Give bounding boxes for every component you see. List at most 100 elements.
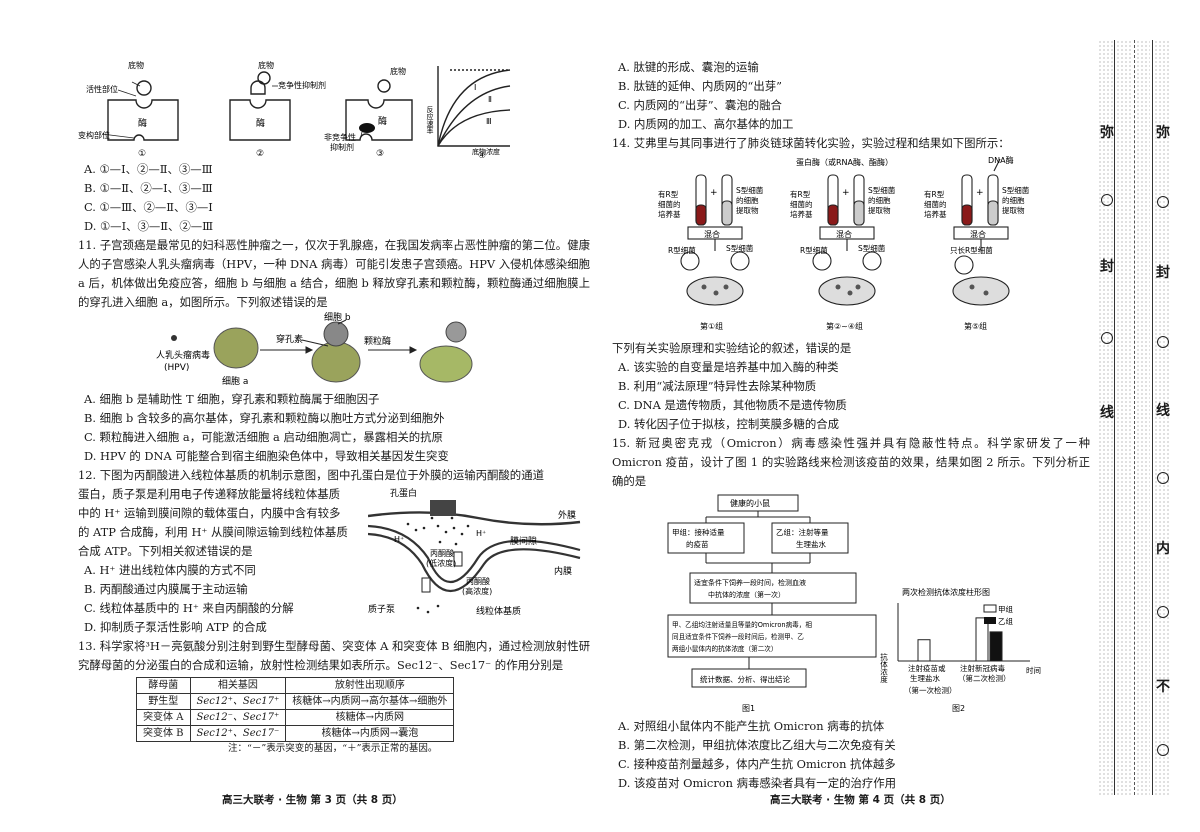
q14-option-a[interactable]: A. 该实验的自变量是培养基中加入酶的种类: [618, 360, 839, 374]
seal-char: 封: [1100, 259, 1114, 275]
q10-option-a[interactable]: A. ①—Ⅰ、②—Ⅱ、③—Ⅲ: [84, 162, 213, 176]
legend-swatch-a: [983, 604, 997, 613]
noncompetitive-label-1: 非竞争性: [324, 132, 356, 142]
pyruvate-low-label-2: (低浓度): [426, 558, 456, 568]
avery-experiment-diagram: 蛋白酶（或RNA酶、酯酶） DNA酶 有R型 细菌的 培养基 S型细菌 的细胞 …: [658, 155, 1030, 331]
q15-option-d[interactable]: D. 该疫苗对 Omicron 病毒感染者具有一定的治疗作用: [618, 776, 897, 790]
q15-options: A. 对照组小鼠体内不能产生抗 Omicron 病毒的抗体 B. 第二次检测，甲…: [612, 717, 1090, 793]
perforin-label: 穿孔素: [276, 333, 303, 345]
table-note: 注：“－”表示突变的基因，“＋”表示正常的基因。: [228, 743, 438, 754]
q13-option-d[interactable]: D. 内质网的加工、高尔基体的加工: [618, 117, 794, 131]
q12-stem-line-1: 蛋白，质子泵是利用电子传递释放能量将线粒体基质: [78, 487, 340, 501]
porin-label: 孔蛋白: [390, 488, 417, 499]
substrate-label-3: 底物: [390, 66, 406, 76]
table-row: 突变体 B Sec12⁺、Sec17⁻ 核糖体→内质网→囊泡: [136, 725, 455, 742]
seal-char: 弥: [1156, 125, 1170, 141]
q13-option-b[interactable]: B. 肽链的延伸、内质网的“出芽”: [618, 79, 782, 93]
table-cell: Sec12⁺、Sec17⁺: [189, 693, 287, 710]
q13-options: A. 肽键的形成、囊泡的运输 B. 肽链的延伸、内质网的“出芽” C. 内质网的…: [612, 58, 1090, 134]
q11-option-b[interactable]: B. 细胞 b 含较多的高尔基体，穿孔素和颗粒酶以胞吐方式分泌到细胞外: [84, 411, 445, 425]
r-medium-label: 培养基: [924, 209, 947, 219]
table-row: 野生型 Sec12⁺、Sec17⁺ 核糖体→内质网→高尔基体→细胞外: [136, 693, 455, 710]
q14-option-c[interactable]: C. DNA 是遗传物质，其他物质不是遗传物质: [618, 398, 847, 412]
matrix-label: 线粒体基质: [476, 605, 521, 617]
table-header: 放射性出现顺序: [285, 677, 455, 694]
bar-a-0: [917, 639, 931, 662]
q15-option-b[interactable]: B. 第二次检测，甲组抗体浓度比乙组大与二次免疫有关: [618, 738, 896, 752]
q10-options: A. ①—Ⅰ、②—Ⅱ、③—Ⅲ B. ①—Ⅱ、②—Ⅰ、③—Ⅲ C. ①—Ⅲ、②—Ⅱ…: [78, 160, 590, 236]
mitochondria-diagram: 孔蛋白 外膜 膜间隙 内膜 线粒体基质 质子泵 H⁺ H⁺ 丙酮酸 (低浓度) …: [368, 488, 581, 617]
flow-box-5: 甲、乙组均注射适量且等量的Omicron病毒，相: [672, 620, 812, 629]
q14-option-d[interactable]: D. 转化因子位于拟核，控制荚膜多糖的合成: [618, 417, 840, 431]
mix-label: 混合: [704, 229, 720, 239]
s-cells-label: S型细菌: [858, 243, 886, 253]
q11-option-d[interactable]: D. HPV 的 DNA 可能整合到宿主细胞染色体中，导致相关基因发生突变: [84, 449, 449, 463]
q10-option-b[interactable]: B. ①—Ⅱ、②—Ⅰ、③—Ⅲ: [84, 181, 213, 195]
table-header: 酵母菌: [136, 677, 191, 694]
flow-box-2: 的疫苗: [686, 539, 709, 549]
q15-stem: 15. 新冠奥密克戎（Omicron）病毒感染性强并具有隐蔽性特点。科学家研发了…: [612, 436, 1090, 488]
q10-option-c[interactable]: C. ①—Ⅲ、②—Ⅱ、③—Ⅰ: [84, 200, 213, 214]
seal-circle: [1101, 332, 1113, 344]
q12-stem-line-2: 中的 H⁺ 运输到膜间隙的载体蛋白，内膜中含有较多: [78, 506, 341, 520]
q14-prompt: 下列有关实验原理和实验结论的叙述，错误的是: [612, 341, 852, 355]
flow-box-5: 同且适宜条件下饲养一段时间后，检测甲、乙: [672, 632, 804, 641]
flow-box-1: 健康的小鼠: [730, 498, 770, 508]
plus-sign: +: [710, 188, 718, 198]
seal-char: 线: [1100, 405, 1114, 421]
r-medium-label: 有R型: [790, 189, 811, 199]
substrate-label-1: 底物: [128, 60, 144, 70]
q13-stem: 13. 科学家将³H－亮氨酸分别注射到野生型酵母菌、突变体 A 和突变体 B 细…: [78, 639, 590, 672]
h-ion-label-1: H⁺: [394, 535, 404, 544]
rate-axis-label: 反应速率: [426, 105, 434, 135]
q11-option-a[interactable]: A. 细胞 b 是辅助性 T 细胞，穿孔素和颗粒酶属于细胞因子: [84, 392, 380, 406]
curve-I-label: Ⅰ: [474, 83, 476, 92]
legend-swatch-b: [984, 617, 996, 624]
q11-option-c[interactable]: C. 颗粒酶进入细胞 a，可能激活细胞 a 启动细胞凋亡，暴露相关的抗原: [84, 430, 443, 444]
q13-table: 酵母菌 相关基因 放射性出现顺序 野生型 Sec12⁺、Sec17⁺ 核糖体→内…: [136, 677, 455, 742]
outer-membrane-label: 外膜: [558, 509, 576, 521]
flow-box-5: 两组小鼠体内的抗体浓度（第二次）: [672, 644, 778, 653]
seal-circle: [1101, 194, 1113, 206]
q15-option-a[interactable]: A. 对照组小鼠体内不能产生抗 Omicron 病毒的抗体: [618, 719, 885, 733]
flow-box-4: 中抗体的浓度（第一次）: [708, 590, 785, 599]
q13-option-c[interactable]: C. 内质网的“出芽”、囊泡的融合: [618, 98, 782, 112]
q12-option-c[interactable]: C. 线粒体基质中的 H⁺ 来自丙酮酸的分解: [84, 601, 294, 615]
proton-pump-label: 质子泵: [368, 603, 395, 615]
figure-2-caption: 图2: [952, 704, 965, 713]
q12-stem-line-3: 的 ATP 合成酶，利用 H⁺ 从膜间隙运输到线粒体基质: [78, 525, 348, 539]
table-cell: 突变体 B: [136, 725, 191, 742]
bar-group: [917, 617, 1003, 662]
legend-label-a: 甲组: [998, 604, 1013, 614]
flow-box-3: 生理盐水: [796, 539, 826, 549]
protease-label: 蛋白酶（或RNA酶、酯酶）: [796, 157, 893, 167]
enzyme-label-3: 酶: [378, 115, 387, 127]
q12-option-b[interactable]: B. 丙酮酸通过内膜属于主动运输: [84, 582, 248, 596]
substrate-label-2: 底物: [258, 60, 274, 70]
seal-dots: [1136, 40, 1150, 795]
plus-sign: +: [842, 188, 850, 198]
seal-circle: [1157, 606, 1169, 618]
q12-option-d[interactable]: D. 抑制质子泵活性影响 ATP 的合成: [84, 620, 267, 634]
right-column: A. 肽键的形成、囊泡的运输 B. 肽链的延伸、内质网的“出芽” C. 内质网的…: [612, 58, 1090, 793]
r-medium-label: 培养基: [790, 209, 813, 219]
q15-option-c[interactable]: C. 接种疫苗剂量越多，体内产生抗 Omicron 抗体越多: [618, 757, 896, 771]
s-cells-label: S型细菌: [726, 243, 754, 253]
dnase-label: DNA酶: [988, 155, 1014, 165]
only-r-label: 只长R型细菌: [950, 245, 993, 255]
s-extract-label: 提取物: [1002, 205, 1025, 215]
chart-title: 两次检测抗体浓度柱形图: [902, 587, 990, 597]
s-extract-label: S型细菌: [868, 185, 896, 195]
q14-option-b[interactable]: B. 利用“减法原理”特异性去除某种物质: [618, 379, 817, 393]
seal-dots: [1098, 40, 1114, 795]
hpv-diagram: 穿孔素 颗粒酶 细胞 b 细胞 a 人乳头瘤病毒 (HPV): [156, 311, 473, 387]
seal-dash-line: [1134, 40, 1135, 795]
allosteric-site-label: 变构部位: [78, 130, 110, 140]
noncompetitive-label-2: 抑制剂: [330, 142, 354, 152]
q13-option-a[interactable]: A. 肽键的形成、囊泡的运输: [618, 60, 759, 74]
flow-box-2: 甲组：接种适量: [672, 527, 725, 537]
q12-option-a[interactable]: A. H⁺ 进出线粒体内膜的方式不同: [84, 563, 256, 577]
q10-option-d[interactable]: D. ①—Ⅰ、③—Ⅱ、②—Ⅲ: [84, 219, 214, 233]
x-tick-2: 注射新冠病毒: [960, 663, 1005, 673]
seal-char: 封: [1156, 265, 1170, 281]
